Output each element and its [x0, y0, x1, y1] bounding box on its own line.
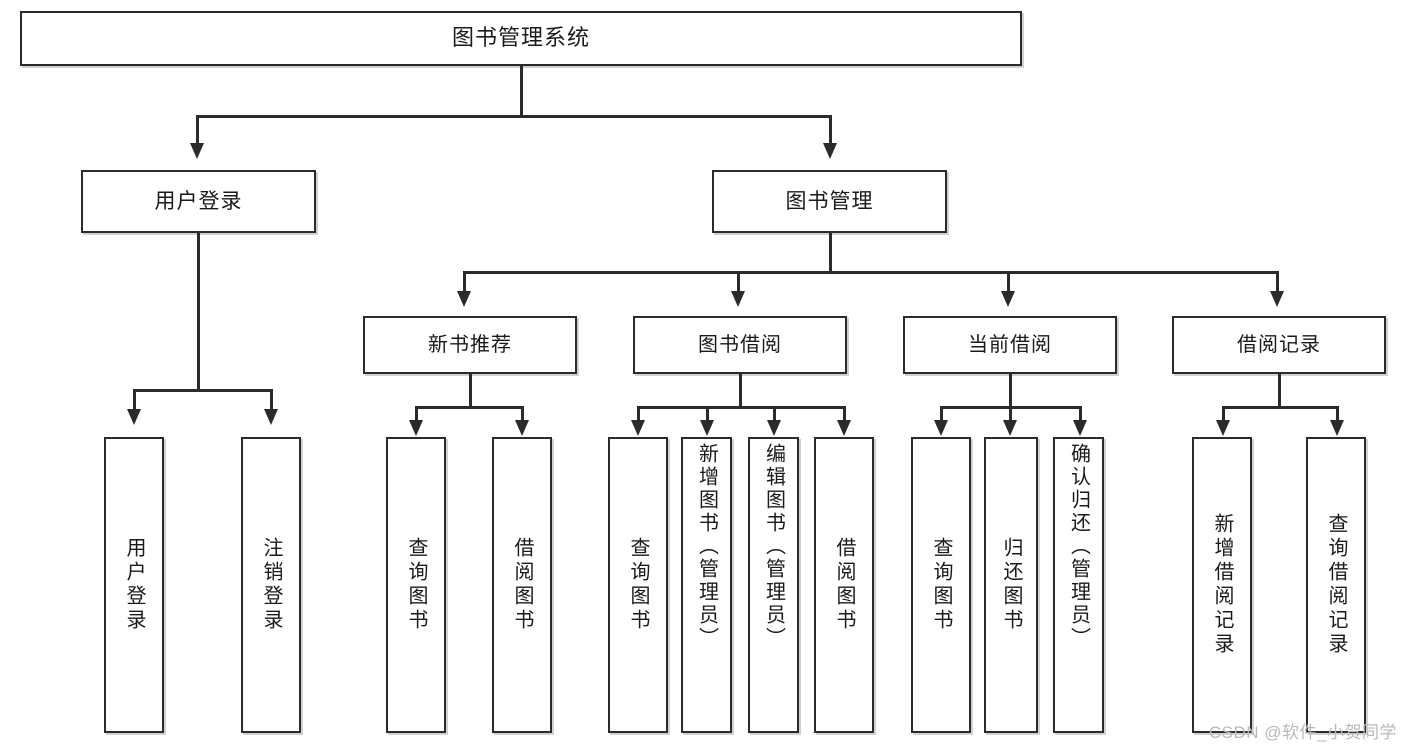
connector-user-login-leaf2	[270, 389, 273, 411]
leaf-label: 确认归还（管理员）	[1067, 443, 1090, 650]
connector-root-to-book-management	[829, 115, 832, 145]
connector-book-borrow-bus	[637, 406, 845, 409]
leaf-borrow-book-2[interactable]: 借阅图书	[814, 437, 874, 733]
leaf-label: 用户登录	[123, 537, 145, 633]
arrow-to-book-management	[823, 143, 837, 159]
connector-user-login-stem	[197, 233, 200, 391]
node-current-borrow[interactable]: 当前借阅	[903, 316, 1117, 374]
connector-br-leaf1	[1222, 406, 1225, 422]
node-book-borrow[interactable]: 图书借阅	[633, 316, 847, 374]
leaf-add-book[interactable]: 新增图书（管理员）	[681, 437, 732, 733]
connector-cb-leaf3	[1079, 406, 1082, 422]
node-label: 用户登录	[154, 189, 243, 213]
leaf-logout[interactable]: 注销登录	[241, 437, 301, 733]
node-label: 图书借阅	[698, 334, 782, 356]
connector-book-management-bus	[463, 271, 1276, 274]
arrow-to-leaf-confirm-return	[1073, 420, 1087, 436]
connector-to-book-borrow	[737, 271, 740, 293]
connector-book-borrow-stem	[739, 374, 742, 408]
connector-nbr-leaf2	[521, 406, 524, 422]
leaf-confirm-return[interactable]: 确认归还（管理员）	[1053, 437, 1104, 733]
arrow-to-current-borrow	[1001, 291, 1015, 307]
node-book-management[interactable]: 图书管理	[712, 170, 947, 233]
leaf-label: 查询图书	[627, 537, 649, 633]
leaf-user-login[interactable]: 用户登录	[104, 437, 164, 733]
arrow-to-leaf-borrow-book-1	[515, 420, 529, 436]
arrow-to-new-book-recommend	[457, 291, 471, 307]
arrow-to-leaf-user-login	[127, 409, 141, 425]
connector-cb-leaf1	[940, 406, 943, 422]
arrow-to-leaf-edit-book	[767, 420, 781, 436]
leaf-label: 归还图书	[1000, 537, 1022, 633]
leaf-query-book-1[interactable]: 查询图书	[386, 437, 446, 733]
node-book-management-system[interactable]: 图书管理系统	[20, 11, 1022, 66]
leaf-add-borrow-record[interactable]: 新增借阅记录	[1192, 437, 1252, 733]
node-borrow-record[interactable]: 借阅记录	[1172, 316, 1386, 374]
leaf-label: 新增借阅记录	[1211, 513, 1233, 657]
arrow-to-leaf-logout	[264, 409, 278, 425]
arrow-to-leaf-add-borrow-record	[1216, 420, 1230, 436]
arrow-to-book-borrow	[731, 291, 745, 307]
connector-to-new-book-recommend	[463, 271, 466, 293]
leaf-label: 查询图书	[930, 537, 952, 633]
leaf-query-borrow-record[interactable]: 查询借阅记录	[1306, 437, 1366, 733]
connector-book-management-stem	[829, 233, 832, 273]
connector-user-login-bus	[133, 389, 272, 392]
arrow-to-leaf-borrow-book-2	[837, 420, 851, 436]
leaf-label: 查询图书	[405, 537, 427, 633]
leaf-return-book[interactable]: 归还图书	[984, 437, 1038, 733]
connector-bb-leaf1	[637, 406, 640, 422]
leaf-label: 借阅图书	[511, 537, 533, 633]
leaf-query-book-3[interactable]: 查询图书	[911, 437, 971, 733]
connector-nbr-leaf1	[415, 406, 418, 422]
node-label: 图书管理	[785, 189, 874, 213]
arrow-to-leaf-query-book-3	[934, 420, 948, 436]
connector-cb-leaf2	[1009, 406, 1012, 422]
arrow-to-borrow-record	[1270, 291, 1284, 307]
connector-borrow-record-bus	[1222, 406, 1339, 409]
leaf-label: 编辑图书（管理员）	[762, 443, 785, 650]
connector-root-stem	[520, 66, 523, 116]
connector-current-borrow-stem	[1009, 374, 1012, 408]
arrow-to-leaf-return-book	[1003, 420, 1017, 436]
connector-root-to-user-login	[196, 115, 199, 145]
csdn-watermark: CSDN @软件_小贺同学	[1208, 723, 1397, 742]
arrow-to-leaf-query-borrow-record	[1330, 420, 1344, 436]
connector-to-borrow-record	[1276, 271, 1279, 293]
connector-user-login-leaf1	[133, 389, 136, 411]
connector-new-book-recommend-stem	[469, 374, 472, 408]
leaf-label: 注销登录	[260, 537, 282, 633]
connector-root-bus	[196, 115, 832, 118]
node-label: 图书管理系统	[451, 25, 590, 51]
node-label: 借阅记录	[1237, 334, 1321, 356]
arrow-to-leaf-query-book-1	[409, 420, 423, 436]
connector-new-book-recommend-bus	[415, 406, 524, 409]
leaf-edit-book[interactable]: 编辑图书（管理员）	[748, 437, 799, 733]
leaf-label: 新增图书（管理员）	[695, 443, 718, 650]
leaf-borrow-book-1[interactable]: 借阅图书	[492, 437, 552, 733]
arrow-to-leaf-add-book	[700, 420, 714, 436]
arrow-to-leaf-query-book-2	[631, 420, 645, 436]
node-new-book-recommend[interactable]: 新书推荐	[363, 316, 577, 374]
node-label: 新书推荐	[428, 334, 512, 356]
connector-to-current-borrow	[1007, 271, 1010, 293]
leaf-label: 查询借阅记录	[1325, 513, 1347, 657]
connector-bb-leaf4	[843, 406, 846, 422]
leaf-query-book-2[interactable]: 查询图书	[608, 437, 668, 733]
arrow-to-user-login	[190, 143, 204, 159]
node-user-login[interactable]: 用户登录	[81, 170, 316, 233]
connector-br-leaf2	[1336, 406, 1339, 422]
connector-bb-leaf2	[706, 406, 709, 422]
node-label: 当前借阅	[968, 334, 1052, 356]
connector-bb-leaf3	[773, 406, 776, 422]
leaf-label: 借阅图书	[833, 537, 855, 633]
connector-borrow-record-stem	[1278, 374, 1281, 408]
